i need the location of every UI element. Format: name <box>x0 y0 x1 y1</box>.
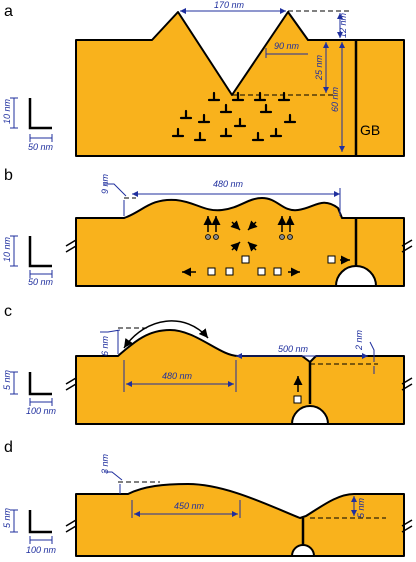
panel-b-scale-bar: 10 nm 50 nm <box>2 235 54 287</box>
panel-d-dim-450-ticks <box>131 500 241 518</box>
panel-c-dim-6 <box>100 329 121 354</box>
panel-d: d 3 nm 450 nm 5 nm 5 nm 100 nm <box>2 439 413 557</box>
panel-c-scale-bar: 5 nm 100 nm <box>2 369 57 416</box>
panel-d-scale-h: 100 nm <box>26 545 57 555</box>
panel-c-dim-480-label: 480 nm <box>162 371 193 381</box>
panel-b-break-marks <box>65 239 413 253</box>
panel-b: b 9 nm 480 nm <box>2 167 413 287</box>
panel-b-dim-9 <box>104 183 127 216</box>
panel-d-break-marks <box>65 519 413 533</box>
panel-c-groove-void <box>290 405 330 425</box>
panel-c: c 6 nm 480 nm 500 nm 2 nm 5 nm <box>2 303 413 425</box>
panel-a-crystal <box>75 11 405 157</box>
panel-a-scale-bar: 10 nm 50 nm <box>2 97 54 152</box>
panel-a-gb-label: GB <box>360 122 380 138</box>
panel-c-dim-2 <box>369 341 375 374</box>
panel-d-scale-bar: 5 nm 100 nm <box>2 507 57 555</box>
panel-b-dim-480-label: 480 nm <box>213 179 244 189</box>
panel-d-scale-v: 5 nm <box>2 507 12 528</box>
panel-c-vacancy <box>293 395 302 404</box>
panel-b-scale-v: 10 nm <box>2 236 12 262</box>
panel-c-curved-arrow <box>123 320 209 349</box>
panel-a-dim-25-label: 25 nm <box>314 54 324 81</box>
panel-c-scale-v: 5 nm <box>2 369 12 390</box>
panel-d-dim-5-label: 5 nm <box>356 497 366 518</box>
panel-d-dim-3-label: 3 nm <box>100 453 110 474</box>
panel-a-label: a <box>4 3 13 20</box>
panel-b-migration <box>182 216 350 277</box>
panel-d-groove-void <box>290 544 316 557</box>
panel-d-crystal <box>75 483 405 557</box>
panel-a-dim-12-label: 12 nm <box>338 12 348 38</box>
panel-c-dim-500-label: 500 nm <box>278 344 309 354</box>
panel-c-dim-480-ticks <box>123 360 237 392</box>
panel-c-dim-2-label: 2 nm <box>354 329 364 351</box>
panel-a-dim-90-label: 90 nm <box>274 41 300 51</box>
panel-d-dim-3 <box>104 471 123 494</box>
panel-a-dim-60-label: 60 nm <box>330 86 340 112</box>
panel-b-groove-void <box>334 265 378 287</box>
panel-d-dim-450-label: 450 nm <box>174 501 205 511</box>
panel-b-dim-9-label: 9 nm <box>100 173 110 194</box>
panel-b-label: b <box>4 167 13 184</box>
panel-a-scale-h: 50 nm <box>28 142 54 152</box>
panel-c-label: c <box>4 303 12 320</box>
panel-c-dim-6-label: 6 nm <box>100 335 110 356</box>
panel-a: a GB 170 nm 90 nm 25 nm 12 nm 60 nm <box>2 0 405 157</box>
panel-a-scale-v: 10 nm <box>2 98 12 124</box>
panel-c-scale-h: 100 nm <box>26 406 57 416</box>
panel-c-break-marks <box>65 377 413 391</box>
panel-a-dim-170-label: 170 nm <box>214 0 245 10</box>
panel-b-scale-h: 50 nm <box>28 277 54 287</box>
panel-d-label: d <box>4 439 13 456</box>
